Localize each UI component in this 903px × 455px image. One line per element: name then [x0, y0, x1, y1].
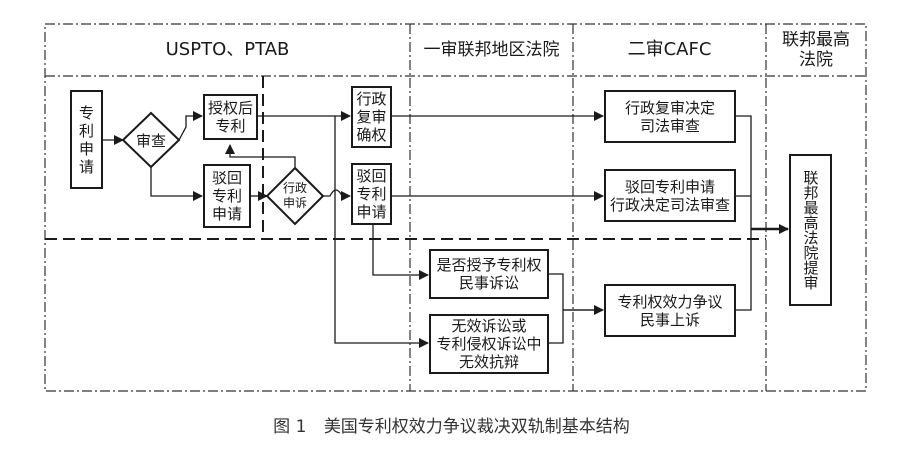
connectors	[103, 111, 752, 348]
arrow-appeal-to-rejected2	[323, 189, 351, 201]
column-header-supreme-court: 联邦最高 法院	[782, 30, 850, 70]
figure-caption: 图 1 美国专利权效力争议裁决双轨制基本结构	[0, 412, 903, 437]
column-header-district-court: 一审联邦地区法院	[423, 40, 560, 60]
node-granted-patent: 授权后 专利	[203, 94, 258, 140]
node-rejected-application-2: 驳回 专利 申请	[351, 163, 392, 225]
node-civil-appeal: 专利权效力争议 民事上诉	[604, 284, 736, 337]
node-admin-appeal: 行政 申诉	[282, 181, 307, 210]
node-invalidity-suit: 无效诉讼或 专利侵权诉讼中 无效抗辩	[429, 314, 549, 374]
figure-title: 美国专利权效力争议裁决双轨制基本结构	[323, 417, 630, 437]
figure-number: 图 1	[273, 417, 307, 437]
outer-frame	[44, 23, 867, 392]
node-admin-review-confirm: 行政 复审 确权	[351, 86, 392, 148]
arrow-exam-to-rejected	[150, 167, 203, 201]
examination-diamond	[121, 111, 181, 169]
arrow-rejected2-to-grant-suit	[372, 225, 429, 280]
column-header-uspto: USPTO、PTAB	[165, 39, 290, 60]
node-rejection-judicial: 驳回专利申请 行政决定司法审查	[604, 169, 736, 222]
arrow-district-to-civil-appeal	[549, 273, 603, 344]
arrow-granted-to-invalidity	[334, 116, 429, 348]
node-patent-application: 专 利 申 请	[70, 90, 103, 189]
node-grant-civil-suit: 是否授予专利权 民事诉讼	[429, 249, 549, 299]
cafc-merge-bracket	[736, 115, 752, 311]
node-supreme-certiorari: 联邦最高法院提审	[789, 154, 832, 306]
arrow-exam-to-granted	[178, 111, 203, 141]
admin-appeal-diamond	[265, 166, 325, 226]
node-admin-review-judicial: 行政复审决定 司法审查	[604, 90, 736, 143]
arrow-appeal-to-granted	[225, 144, 296, 168]
node-rejected-application-1: 驳回 专利 申请	[203, 164, 251, 228]
column-header-cafc: 二审CAFC	[627, 39, 712, 60]
node-examination: 审查	[135, 131, 166, 150]
